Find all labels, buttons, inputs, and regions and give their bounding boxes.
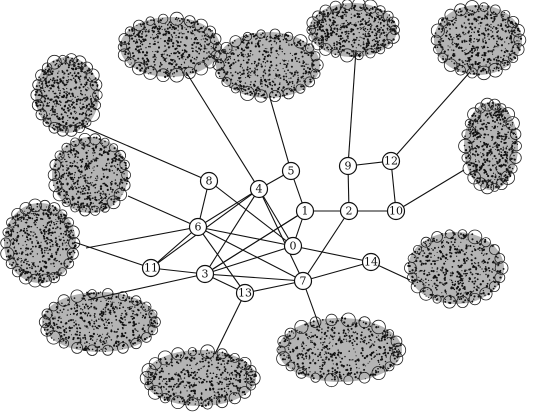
node-label: 7 <box>300 275 307 288</box>
edge-3-1 <box>204 210 306 275</box>
cluster-blob-c13 <box>47 133 131 217</box>
edge-6-7 <box>197 226 304 282</box>
edge-7-14 <box>302 261 372 282</box>
cluster-blob-c9 <box>276 312 407 388</box>
node-8: 8 <box>199 171 219 191</box>
cluster-blob-c7 <box>458 97 522 195</box>
node-4: 4 <box>249 179 269 199</box>
edge-4-3 <box>204 188 260 275</box>
node-label: 6 <box>195 221 202 234</box>
node-7: 7 <box>293 271 313 291</box>
node-circle <box>235 283 255 303</box>
node-label: 3 <box>202 268 209 281</box>
node-2: 2 <box>339 201 359 221</box>
node-0: 0 <box>283 236 303 256</box>
node-circle <box>295 201 315 221</box>
cluster-edge-c4 <box>269 97 292 172</box>
cluster-edge-c6 <box>390 71 471 162</box>
node-label: 14 <box>364 256 378 269</box>
cluster-edge-c1 <box>85 226 199 249</box>
cluster-edge-c3 <box>185 71 260 190</box>
cluster-edge-c5 <box>347 49 357 167</box>
node-label: 0 <box>290 240 297 253</box>
edge-7-2 <box>302 210 350 282</box>
edge-6-11 <box>150 226 199 269</box>
node-circle <box>195 264 215 284</box>
cluster-edge-c13 <box>127 195 199 228</box>
cluster-blob-c2 <box>30 53 103 137</box>
node-circle <box>249 179 269 199</box>
node-14: 14 <box>361 252 381 272</box>
node-circle <box>141 258 161 278</box>
node-label: 1 <box>302 205 309 218</box>
node-label: 10 <box>389 205 403 218</box>
cluster-blob-c4 <box>212 28 324 103</box>
edge-0-3 <box>204 245 294 275</box>
cluster-edge-c2 <box>81 125 210 182</box>
cluster-edge-c11 <box>87 273 206 301</box>
node-9: 9 <box>338 156 358 176</box>
cluster-blob-c1 <box>0 198 81 288</box>
node-12: 12 <box>381 151 401 171</box>
node-5: 5 <box>281 161 301 181</box>
node-circle <box>293 271 313 291</box>
edge-6-13 <box>197 226 246 294</box>
node-6: 6 <box>188 217 208 237</box>
edge-0-14 <box>292 245 372 263</box>
cluster-blob-c5 <box>306 0 400 63</box>
node-10: 10 <box>386 201 406 221</box>
cluster-blob-c8 <box>404 229 509 309</box>
cluster-layer <box>0 0 527 412</box>
node-1: 1 <box>295 201 315 221</box>
edge-0-6 <box>197 226 294 247</box>
node-label: 8 <box>206 175 213 188</box>
cluster-edge-c7 <box>395 169 465 212</box>
node-11: 11 <box>141 258 161 278</box>
cluster-blob-c10 <box>139 344 261 412</box>
node-label: 12 <box>384 155 398 168</box>
node-circle <box>283 236 303 256</box>
node-label: 5 <box>288 165 295 178</box>
node-circle <box>338 156 358 176</box>
node-circle <box>199 171 219 191</box>
node-circle <box>386 201 406 221</box>
node-label: 13 <box>238 287 252 300</box>
node-label: 9 <box>345 160 352 173</box>
cluster-edge-c12 <box>73 241 152 269</box>
edge-3-7 <box>204 273 304 282</box>
edge-7-13 <box>244 280 304 294</box>
node-circle <box>339 201 359 221</box>
cluster-edge-c10 <box>214 292 246 355</box>
edge-0-8 <box>208 180 294 247</box>
edge-layer <box>150 160 397 294</box>
cluster-blob-c11 <box>38 288 161 356</box>
node-circle <box>188 217 208 237</box>
node-13: 13 <box>235 283 255 303</box>
cluster-blob-c6 <box>430 0 527 81</box>
node-label: 11 <box>144 262 158 275</box>
cluster-blob-c3 <box>117 11 223 83</box>
edge-4-7 <box>258 188 304 282</box>
node-label: 2 <box>346 205 353 218</box>
node-circle <box>381 151 401 171</box>
cluster-edge-layer <box>73 49 471 355</box>
edge-0-4 <box>258 188 294 247</box>
node-circle <box>361 252 381 272</box>
node-circle <box>281 161 301 181</box>
node-label: 4 <box>256 183 263 196</box>
node-3: 3 <box>195 264 215 284</box>
edge-6-4 <box>197 188 260 228</box>
